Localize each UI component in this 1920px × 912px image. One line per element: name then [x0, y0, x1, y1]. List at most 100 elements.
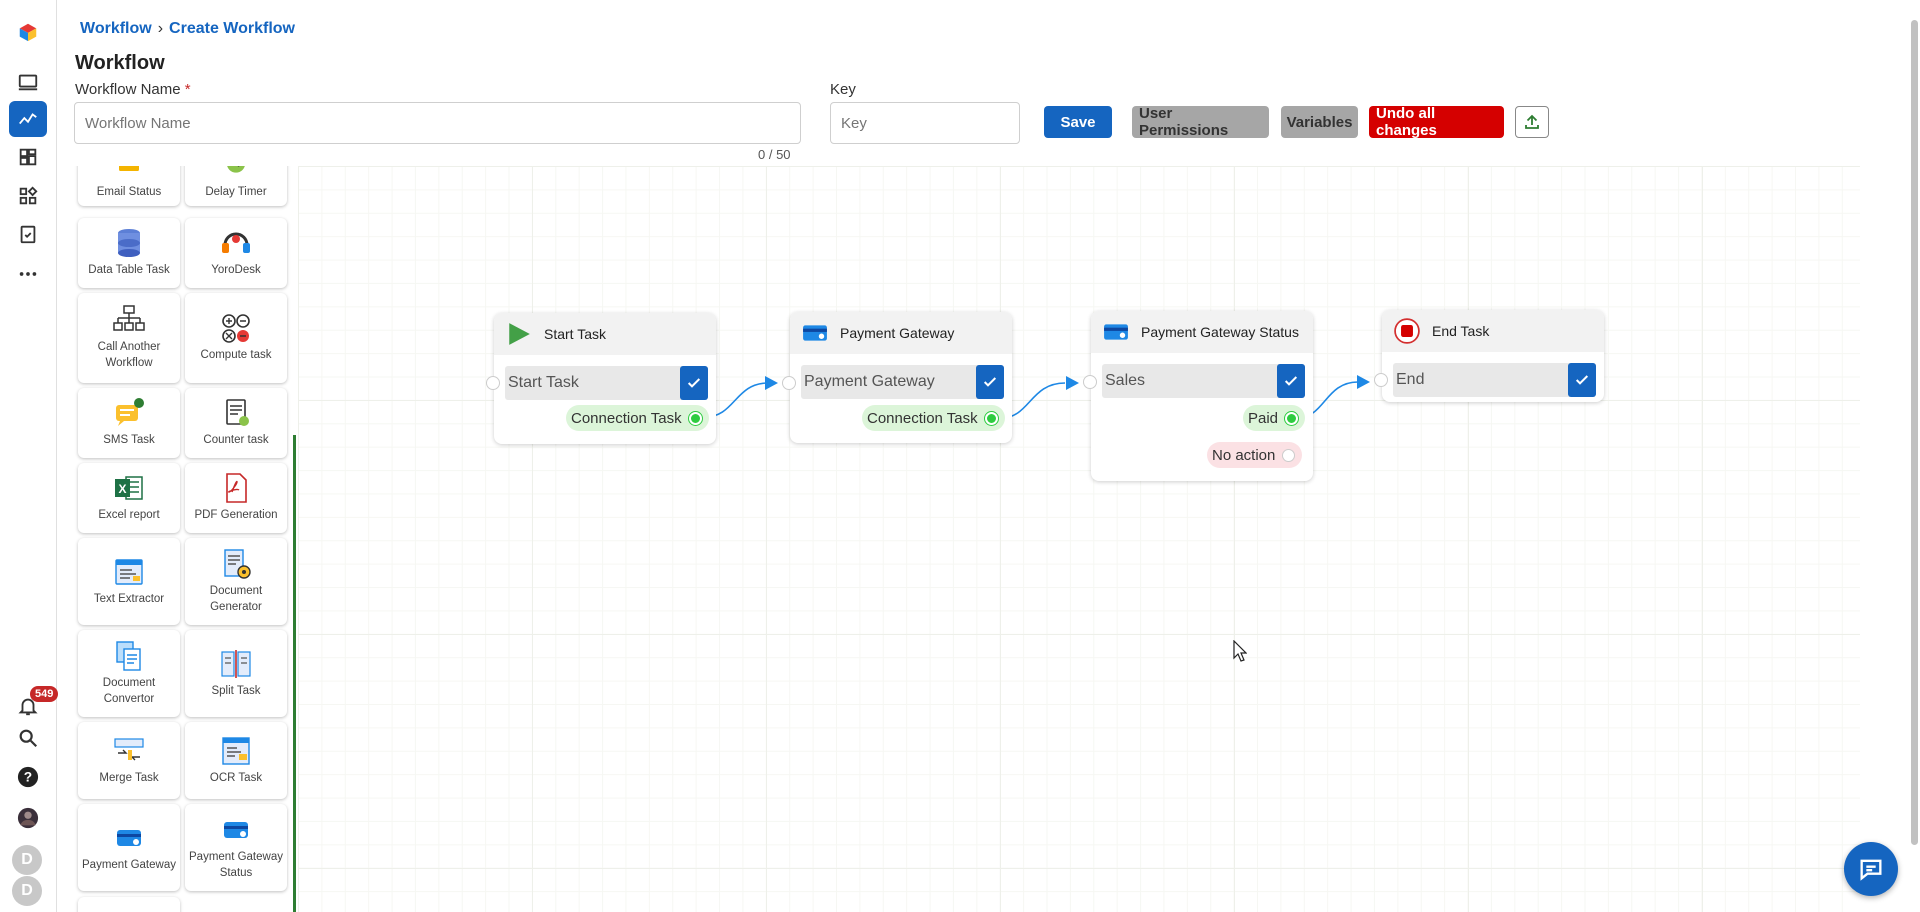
output-connection-task[interactable]: Connection Task [566, 405, 709, 431]
node-confirm-button[interactable] [1277, 364, 1305, 398]
node-start-task[interactable]: Start Task Start Task Connection Task [486, 313, 716, 444]
output-connection-task[interactable]: Connection Task [862, 405, 1005, 431]
palette-item-label: Counter task [203, 434, 269, 447]
output-port[interactable] [1285, 411, 1299, 425]
output-paid[interactable]: Paid [1243, 405, 1306, 431]
breadcrumb-current[interactable]: Create Workflow [169, 20, 295, 37]
workflow-icon[interactable] [9, 101, 47, 137]
palette-item-partial[interactable] [78, 897, 180, 912]
node-task-field[interactable]: End [1393, 363, 1596, 397]
node-header[interactable]: Payment Gateway [790, 312, 1012, 354]
palette-item-label: Delay Timer [205, 186, 267, 199]
merge-icon [114, 738, 144, 761]
output-port[interactable] [688, 411, 702, 425]
palette-item-payment-gateway-status[interactable]: Payment Gateway Status [185, 804, 287, 891]
export-button[interactable] [1515, 106, 1549, 138]
node-confirm-button[interactable] [680, 366, 708, 400]
palette-item-label: Text Extractor [93, 592, 165, 605]
widgets-icon[interactable] [9, 178, 47, 214]
palette-item-label: SMS Task [103, 434, 155, 447]
node-header[interactable]: Payment Gateway Status [1091, 311, 1313, 353]
left-navigation-rail: 549 ? D D [0, 0, 59, 912]
task-icon[interactable] [9, 216, 47, 252]
palette-item-call-another-workflow[interactable]: Call Another Workflow [78, 293, 180, 383]
workflow-canvas[interactable] [298, 166, 1860, 912]
page-scrollbar-thumb[interactable] [1911, 20, 1918, 845]
node-field-value: Payment Gateway [804, 373, 935, 390]
input-port[interactable] [1083, 375, 1097, 389]
workflow-name-label-text: Workflow Name [75, 81, 181, 98]
chat-icon [1860, 859, 1882, 881]
avatar[interactable] [9, 800, 47, 836]
palette-item-compute-task[interactable]: Compute task [185, 293, 287, 383]
palette-item-yorodesk[interactable]: YoroDesk [185, 218, 287, 288]
palette-item-label: PDF Generation [194, 509, 278, 522]
node-confirm-button[interactable] [976, 365, 1004, 399]
d-avatar[interactable]: D [12, 845, 42, 875]
input-port[interactable] [1374, 373, 1388, 387]
palette-item-document-generator[interactable]: Document Generator [185, 538, 287, 625]
node-end-task[interactable]: End Task End [1374, 310, 1604, 402]
svg-text:?: ? [24, 770, 32, 785]
output-port[interactable] [1282, 448, 1296, 462]
palette-item-merge-task[interactable]: Merge Task [78, 722, 180, 799]
palette-item-document-convertor[interactable]: Document Convertor [78, 630, 180, 717]
palette-scrollbar[interactable] [293, 435, 296, 912]
input-port[interactable] [486, 376, 500, 390]
output-port[interactable] [984, 411, 998, 425]
node-confirm-button[interactable] [1568, 363, 1596, 397]
text-extract-icon [115, 559, 143, 585]
chat-button[interactable] [1844, 842, 1898, 896]
search-icon[interactable] [9, 720, 47, 756]
palette-item-excel-report[interactable]: X Excel report [78, 463, 180, 533]
palette-item-sms-task[interactable]: SMS Task [78, 388, 180, 458]
check-icon [1575, 375, 1589, 385]
d-avatar[interactable]: D [12, 876, 42, 906]
play-icon [509, 323, 530, 345]
credit-card-icon [117, 829, 141, 846]
dashboard-icon[interactable] [9, 139, 47, 175]
svg-text:X: X [118, 482, 126, 496]
palette-item-ocr-task[interactable]: OCR Task [185, 722, 287, 799]
timer-icon [227, 166, 245, 173]
palette-item-pdf-generation[interactable]: PDF Generation [185, 463, 287, 533]
credit-card-icon [803, 325, 827, 341]
node-payment-gateway-status[interactable]: Payment Gateway Status Sales Paid No act… [1083, 311, 1313, 481]
node-task-field[interactable]: Sales [1102, 364, 1305, 398]
save-button[interactable]: Save [1044, 106, 1112, 138]
palette-item-payment-gateway[interactable]: Payment Gateway [78, 804, 180, 891]
workflow-name-char-counter: 0 / 50 [758, 147, 791, 162]
node-task-field[interactable]: Payment Gateway [801, 365, 1004, 399]
palette-item-text-extractor[interactable]: Text Extractor [78, 538, 180, 625]
palette-item-delay-timer[interactable]: Delay Timer [185, 166, 287, 206]
node-field-value: End [1396, 371, 1425, 388]
app-logo[interactable] [9, 14, 47, 50]
bell-icon[interactable] [9, 688, 47, 724]
user-permissions-button[interactable]: User Permissions [1132, 105, 1269, 139]
flow-chart-icon [113, 305, 145, 332]
palette-item-counter-task[interactable]: Counter task [185, 388, 287, 458]
node-header[interactable]: End Task [1382, 310, 1604, 352]
more-icon[interactable] [9, 256, 47, 292]
node-task-field[interactable]: Start Task [505, 366, 708, 400]
help-icon[interactable]: ? [9, 759, 47, 795]
node-header[interactable]: Start Task [494, 313, 716, 355]
output-label: Paid [1248, 409, 1279, 427]
output-no-action[interactable]: No action [1207, 442, 1303, 468]
palette-item-label: Document Generator [209, 584, 263, 613]
monitor-icon[interactable] [9, 64, 47, 100]
palette-item-split-task[interactable]: Split Task [185, 630, 287, 717]
variables-button[interactable]: Variables [1281, 106, 1358, 138]
key-input[interactable] [830, 102, 1020, 144]
palette-item-data-table-task[interactable]: Data Table Task [78, 218, 180, 288]
palette-item-email-status[interactable]: Email Status [78, 166, 180, 206]
input-port[interactable] [782, 376, 796, 390]
counter-icon [226, 399, 249, 427]
check-icon [687, 378, 701, 388]
undo-all-changes-button[interactable]: Undo all changes [1369, 105, 1504, 139]
workflow-name-input[interactable] [74, 102, 801, 144]
palette-item-label: Payment Gateway [82, 858, 176, 871]
breadcrumb-root-link[interactable]: Workflow [80, 20, 152, 37]
credit-card-status-icon [224, 821, 248, 838]
node-payment-gateway[interactable]: Payment Gateway Payment Gateway Connecti… [782, 312, 1012, 443]
